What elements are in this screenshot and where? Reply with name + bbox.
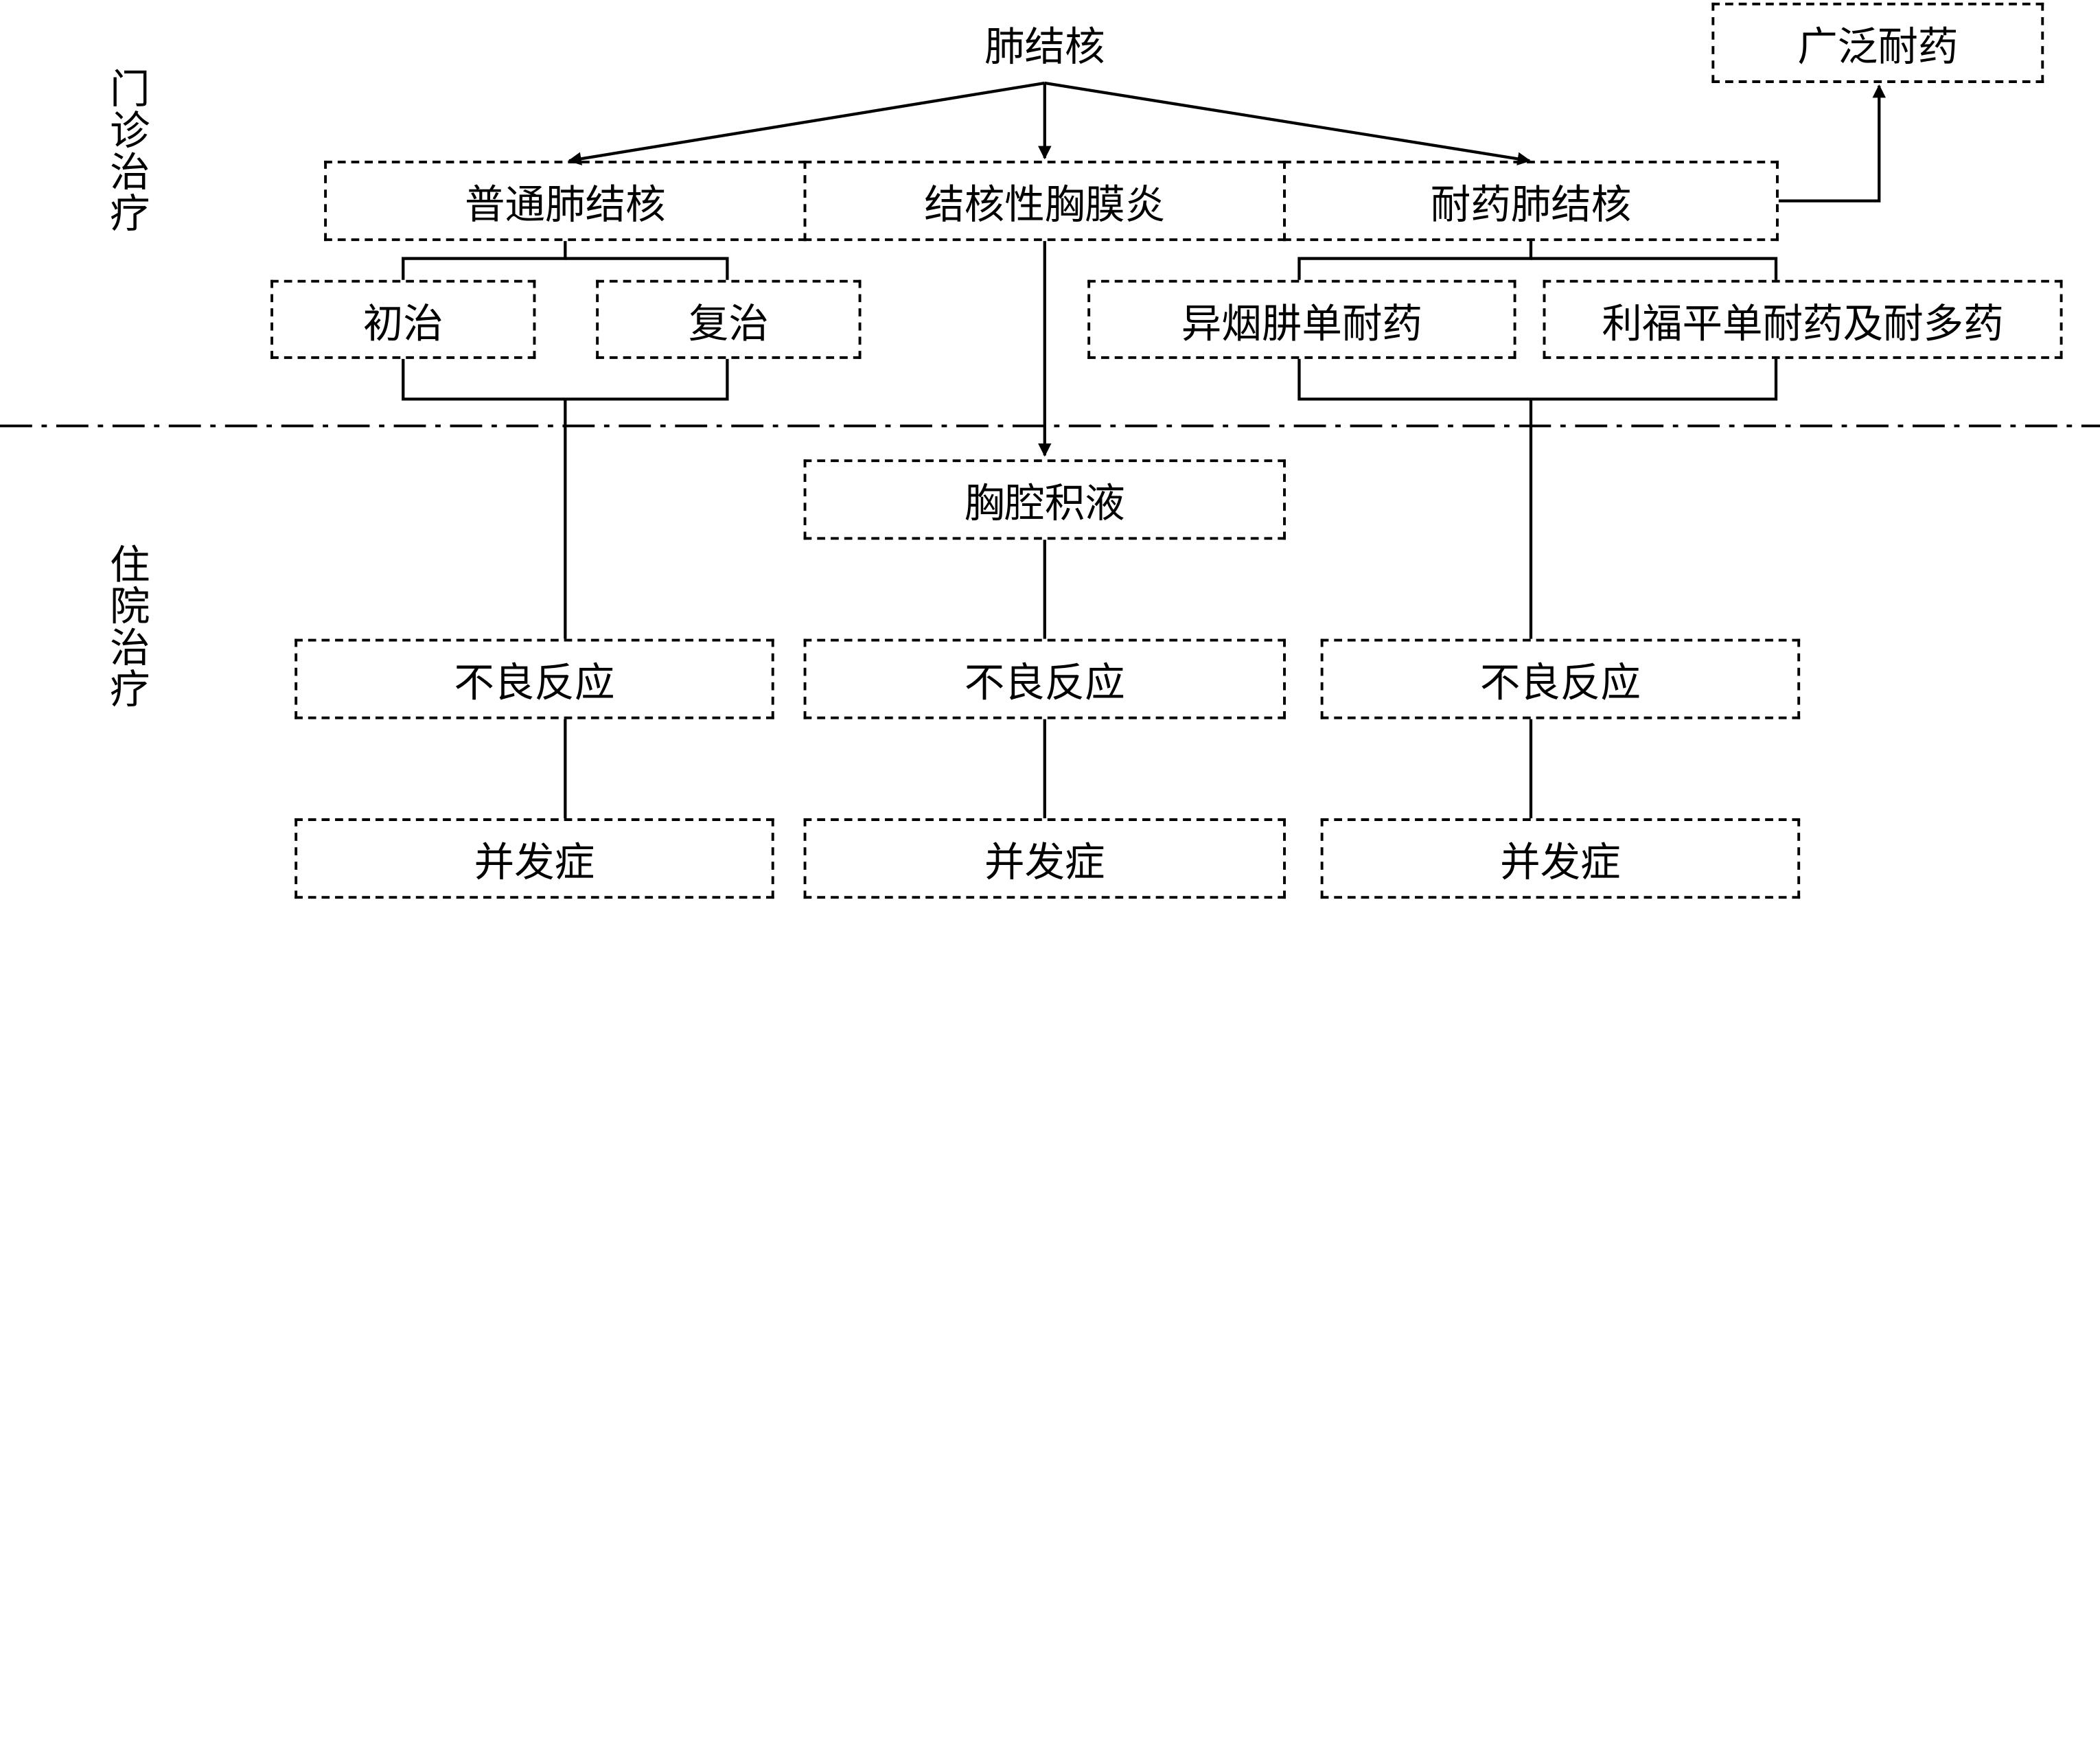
xdr-node: 广泛耐药 [1711,2,2044,83]
resistant-split-line [1297,241,1533,280]
inpatient-label: 住院治疗 [109,542,150,714]
inh-resistant-node: 异烟肼单耐药 [1087,279,1516,359]
right-adverse-node: 不良反应 [1320,638,1801,719]
arrow-root-to-resistant [1044,81,1531,165]
initial-treatment-node: 初治 [270,279,536,359]
rif-resistant-node: 利福平单耐药及耐多药 [1543,279,2063,359]
resistant-merge-line [1297,358,1778,401]
pleural-effusion-node: 胸腔积液 [803,459,1286,540]
arrow-root-to-ordinary [568,81,1046,165]
right-complication-node: 并发症 [1320,818,1801,899]
mid-adverse-node: 不良反应 [803,638,1286,719]
left-complication-node: 并发症 [295,818,774,899]
resistant-tb-node: 耐药肺结核 [1283,161,1779,242]
retreatment-node: 复治 [596,279,862,359]
connector-lines [0,81,2100,819]
ordinary-split-line [402,241,567,280]
root-node: 肺结核 [984,24,1105,71]
mid-complication-node: 并发症 [803,818,1286,899]
arrow-resistant-to-xdr [1778,84,1886,203]
outpatient-label: 门诊治疗 [109,67,150,239]
left-adverse-node: 不良反应 [295,638,774,719]
ordinary-tb-node: 普通肺结核 [324,161,807,242]
ordinary-merge-line [402,358,729,401]
pleurisy-node: 结核性胸膜炎 [803,161,1286,242]
